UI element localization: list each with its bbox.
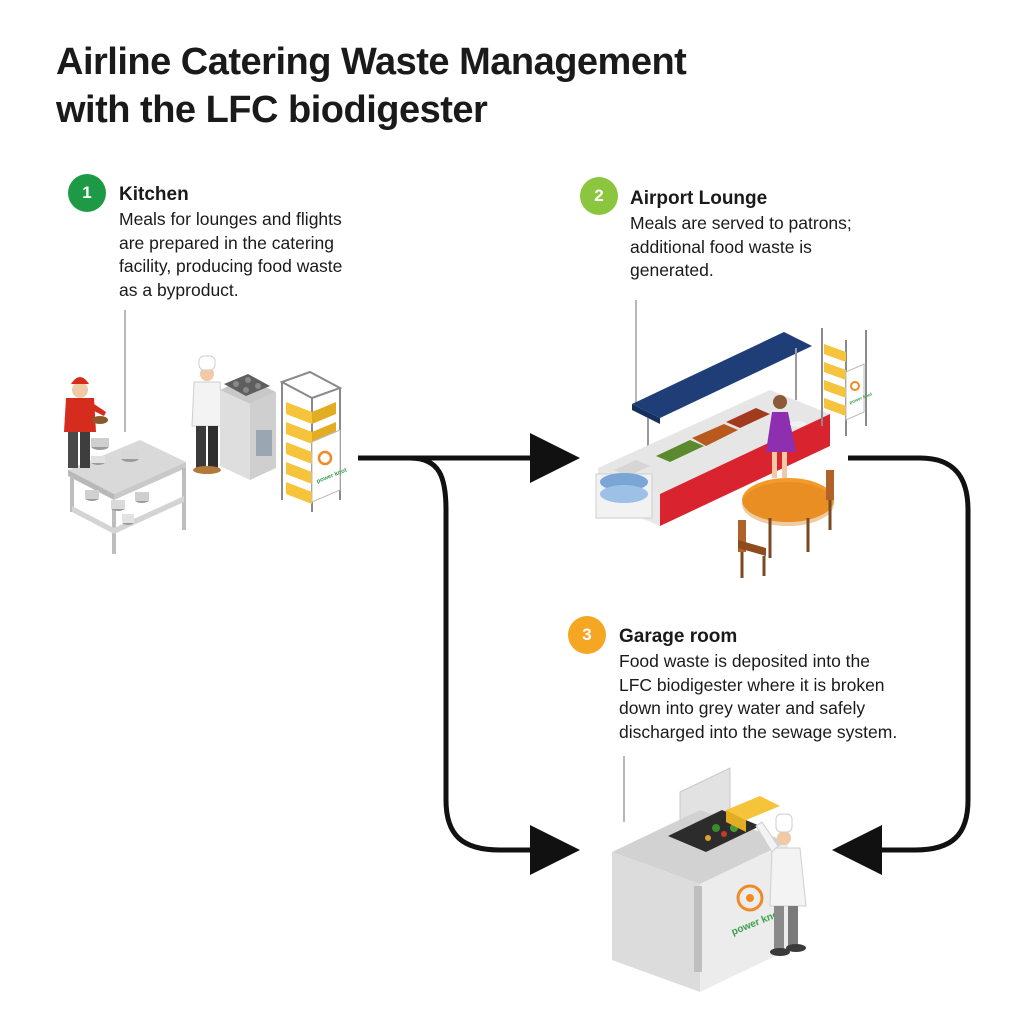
step-2-title: Airport Lounge: [630, 188, 768, 209]
step-3-desc-line: discharged into the sewage system.: [619, 721, 898, 742]
arrow-lounge-to-garage: [832, 455, 971, 875]
step-3-desc-line: LFC biodigester where it is broken: [619, 674, 885, 695]
title-line-2: with the LFC biodigester: [56, 89, 488, 131]
step-2-badge: 2: [580, 177, 618, 215]
kitchen-scene-icon: power knot: [64, 355, 348, 554]
step-1-badge: 1: [68, 174, 106, 212]
step-2-desc-line: generated.: [630, 260, 714, 280]
step-3-desc-line: down into grey water and safely: [619, 698, 866, 718]
step-1-title: Kitchen: [119, 184, 189, 205]
step-1-description: Meals for lounges and flights are prepar…: [119, 208, 342, 302]
biodigester-scene-icon: power knot: [612, 767, 807, 992]
step-3-badge: 3: [568, 616, 606, 654]
step-1-desc-line: as a byproduct.: [119, 279, 239, 300]
lounge-scene-icon: power knot: [595, 328, 873, 578]
step-2-desc-line: additional food waste is: [630, 236, 812, 257]
step-1-desc-line: facility, producing food waste: [119, 256, 343, 276]
step-3-title: Garage room: [619, 626, 738, 647]
step-1-desc-line: are prepared in the catering: [119, 232, 334, 253]
step-2-description: Meals are served to patrons; additional …: [630, 212, 852, 283]
step-1-desc-line: Meals for lounges and flights: [119, 209, 342, 229]
page-title: Airline Catering Waste Management with t…: [56, 38, 687, 134]
step-2-desc-line: Meals are served to patrons;: [630, 213, 852, 233]
arrow-kitchen-to-garage: [409, 455, 580, 875]
step-3-desc-line: Food waste is deposited into the: [619, 651, 870, 671]
step-3-description: Food waste is deposited into the LFC bio…: [619, 650, 897, 744]
title-line-1: Airline Catering Waste Management: [56, 41, 687, 83]
